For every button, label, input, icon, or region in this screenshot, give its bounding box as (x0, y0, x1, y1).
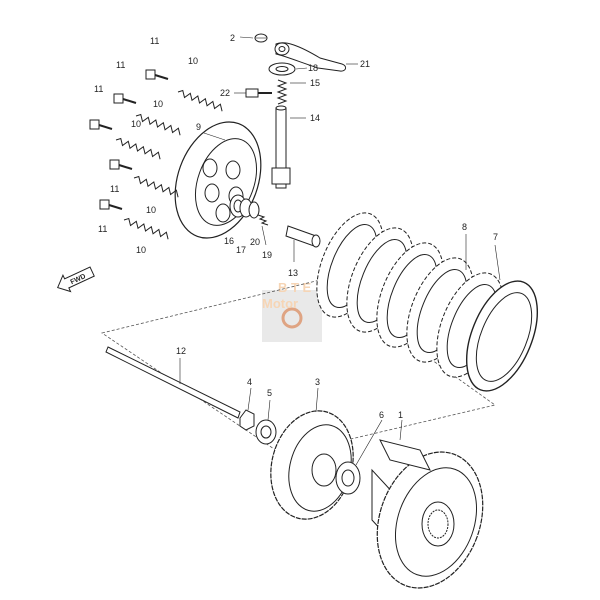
part-10-spring-b (134, 112, 183, 136)
fwd-indicator: FWD (57, 266, 95, 293)
callout-10a: 10 (188, 56, 198, 66)
part-10-spring-a (176, 88, 225, 112)
callout-21: 21 (360, 59, 370, 69)
callout-11e: 11 (98, 224, 107, 234)
part-11-bolt-d (109, 159, 133, 170)
part-10-spring-d (132, 174, 181, 198)
callout-2: 2 (230, 33, 235, 43)
part-11-bolt-c (89, 119, 113, 130)
part-11-bolt-e (99, 199, 123, 210)
watermark-box (262, 290, 322, 342)
part-4-nut (239, 387, 255, 431)
part-5-washer (255, 399, 277, 445)
callout-9: 9 (196, 122, 201, 132)
part-22-bolt (234, 88, 272, 98)
callout-17: 17 (236, 245, 246, 255)
callout-7: 7 (493, 232, 498, 242)
part-2-screw (239, 33, 268, 43)
callout-15: 15 (310, 78, 320, 88)
callout-3: 3 (315, 377, 320, 387)
callout-11d: 11 (110, 184, 119, 194)
part-11-bolt-b (113, 93, 137, 104)
callout-10e: 10 (136, 245, 146, 255)
part-13-lifter-piece (285, 225, 321, 262)
part-15-spring (276, 79, 306, 105)
callout-12: 12 (176, 346, 186, 356)
watermark-ring-icon (281, 307, 303, 329)
part-9-pressure-plate (174, 121, 262, 239)
callout-19: 19 (262, 250, 272, 260)
fwd-arrow-icon (57, 266, 95, 293)
part-20-washer (248, 201, 260, 219)
part-10-spring-c (114, 136, 163, 160)
callout-10c: 10 (131, 119, 141, 129)
part-19-push-rod (257, 214, 269, 246)
part-7-clutch-plate (466, 280, 538, 392)
part-12-shaft (105, 346, 241, 419)
callout-10d: 10 (146, 205, 156, 215)
callout-22: 22 (220, 88, 230, 98)
callout-5: 5 (267, 388, 272, 398)
watermark-text-1: B T E (278, 280, 312, 295)
part-21-lever (274, 42, 358, 72)
callout-labels: 1 2 3 4 5 6 7 8 9 10 10 10 10 10 11 11 1… (94, 33, 498, 420)
callout-11c: 11 (94, 84, 103, 94)
watermark-text-2: Motor (262, 296, 298, 311)
part-6-washer (335, 419, 383, 495)
callout-6: 6 (379, 410, 384, 420)
part-14-lifter-shaft (271, 105, 306, 189)
callout-13: 13 (288, 268, 298, 278)
part-1-clutch-housing (371, 419, 484, 589)
part-10-spring-e (122, 216, 171, 240)
callout-11a: 11 (150, 36, 159, 46)
callout-14: 14 (310, 113, 320, 123)
leader-7 (494, 244, 501, 281)
part-11-bolt-a (145, 69, 169, 80)
callout-16: 16 (224, 236, 234, 246)
callout-18: 18 (308, 63, 318, 73)
part-18-washer (268, 62, 308, 76)
watermark: B T E Motor (262, 280, 322, 342)
callout-20: 20 (250, 237, 260, 247)
callout-11b: 11 (116, 60, 125, 70)
callout-10b: 10 (153, 99, 163, 109)
callout-4: 4 (247, 377, 252, 387)
callout-1: 1 (398, 410, 403, 420)
callout-8: 8 (462, 222, 467, 232)
part-3-clutch-hub (270, 387, 354, 520)
